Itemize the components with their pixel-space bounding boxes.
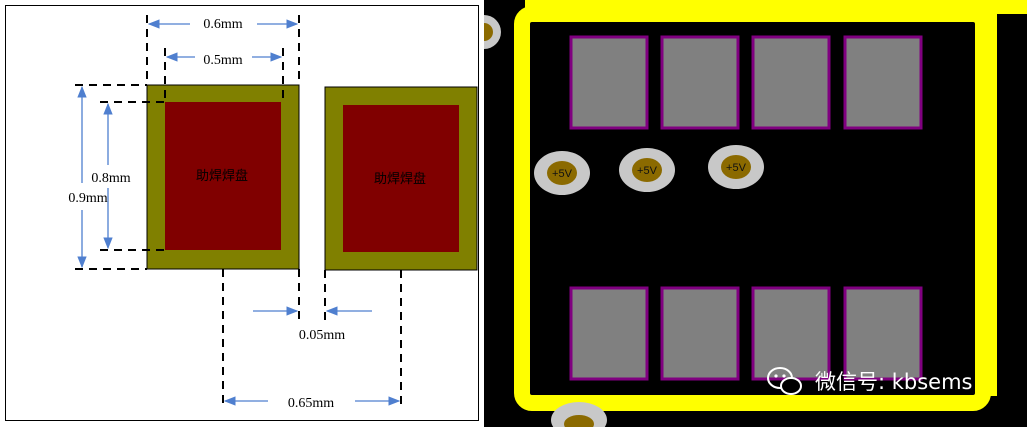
wechat-icon	[767, 367, 802, 395]
dim-height-09: 0.9mm	[68, 191, 107, 206]
top-extension-lines	[146, 15, 300, 102]
left-pad-inner	[165, 102, 281, 250]
dim-width-06: 0.6mm	[203, 17, 242, 32]
smd-pads-bottom	[569, 286, 923, 381]
via-5v-1: +5V	[534, 151, 590, 195]
dim-gap: 0.05mm	[299, 328, 345, 343]
right-pad-inner	[343, 105, 459, 252]
via-partial-bottom	[551, 402, 607, 427]
board-outline-trace	[514, 6, 991, 411]
left-extension-lines	[75, 84, 165, 270]
bottom-extension-lines	[222, 269, 402, 408]
left-pad-label: 助焊焊盘	[196, 168, 248, 184]
svg-text:+5V: +5V	[637, 165, 658, 177]
dimension-arrows	[77, 19, 401, 406]
via-5v-2: +5V	[619, 148, 675, 192]
svg-text:+5V: +5V	[552, 168, 573, 180]
pcb-svg: +5V +5V +5V 微信号: kbsems	[484, 0, 1027, 427]
dimension-svg: 助焊焊盘 助焊焊盘	[68, 15, 478, 411]
watermark-text: 微信号: kbsems	[815, 370, 973, 394]
dim-pitch: 0.65mm	[288, 396, 334, 411]
pcb-view: +5V +5V +5V 微信号: kbsems	[484, 0, 1027, 427]
via-5v-3: +5V	[708, 145, 764, 189]
right-pad-label: 助焊焊盘	[374, 171, 426, 187]
smd-pads-top	[569, 35, 923, 130]
dimension-drawing: 助焊焊盘 助焊焊盘	[0, 0, 484, 427]
dim-width-05: 0.5mm	[203, 53, 242, 68]
drawing-frame	[5, 5, 479, 421]
dim-height-08: 0.8mm	[91, 171, 130, 186]
svg-text:+5V: +5V	[726, 162, 747, 174]
